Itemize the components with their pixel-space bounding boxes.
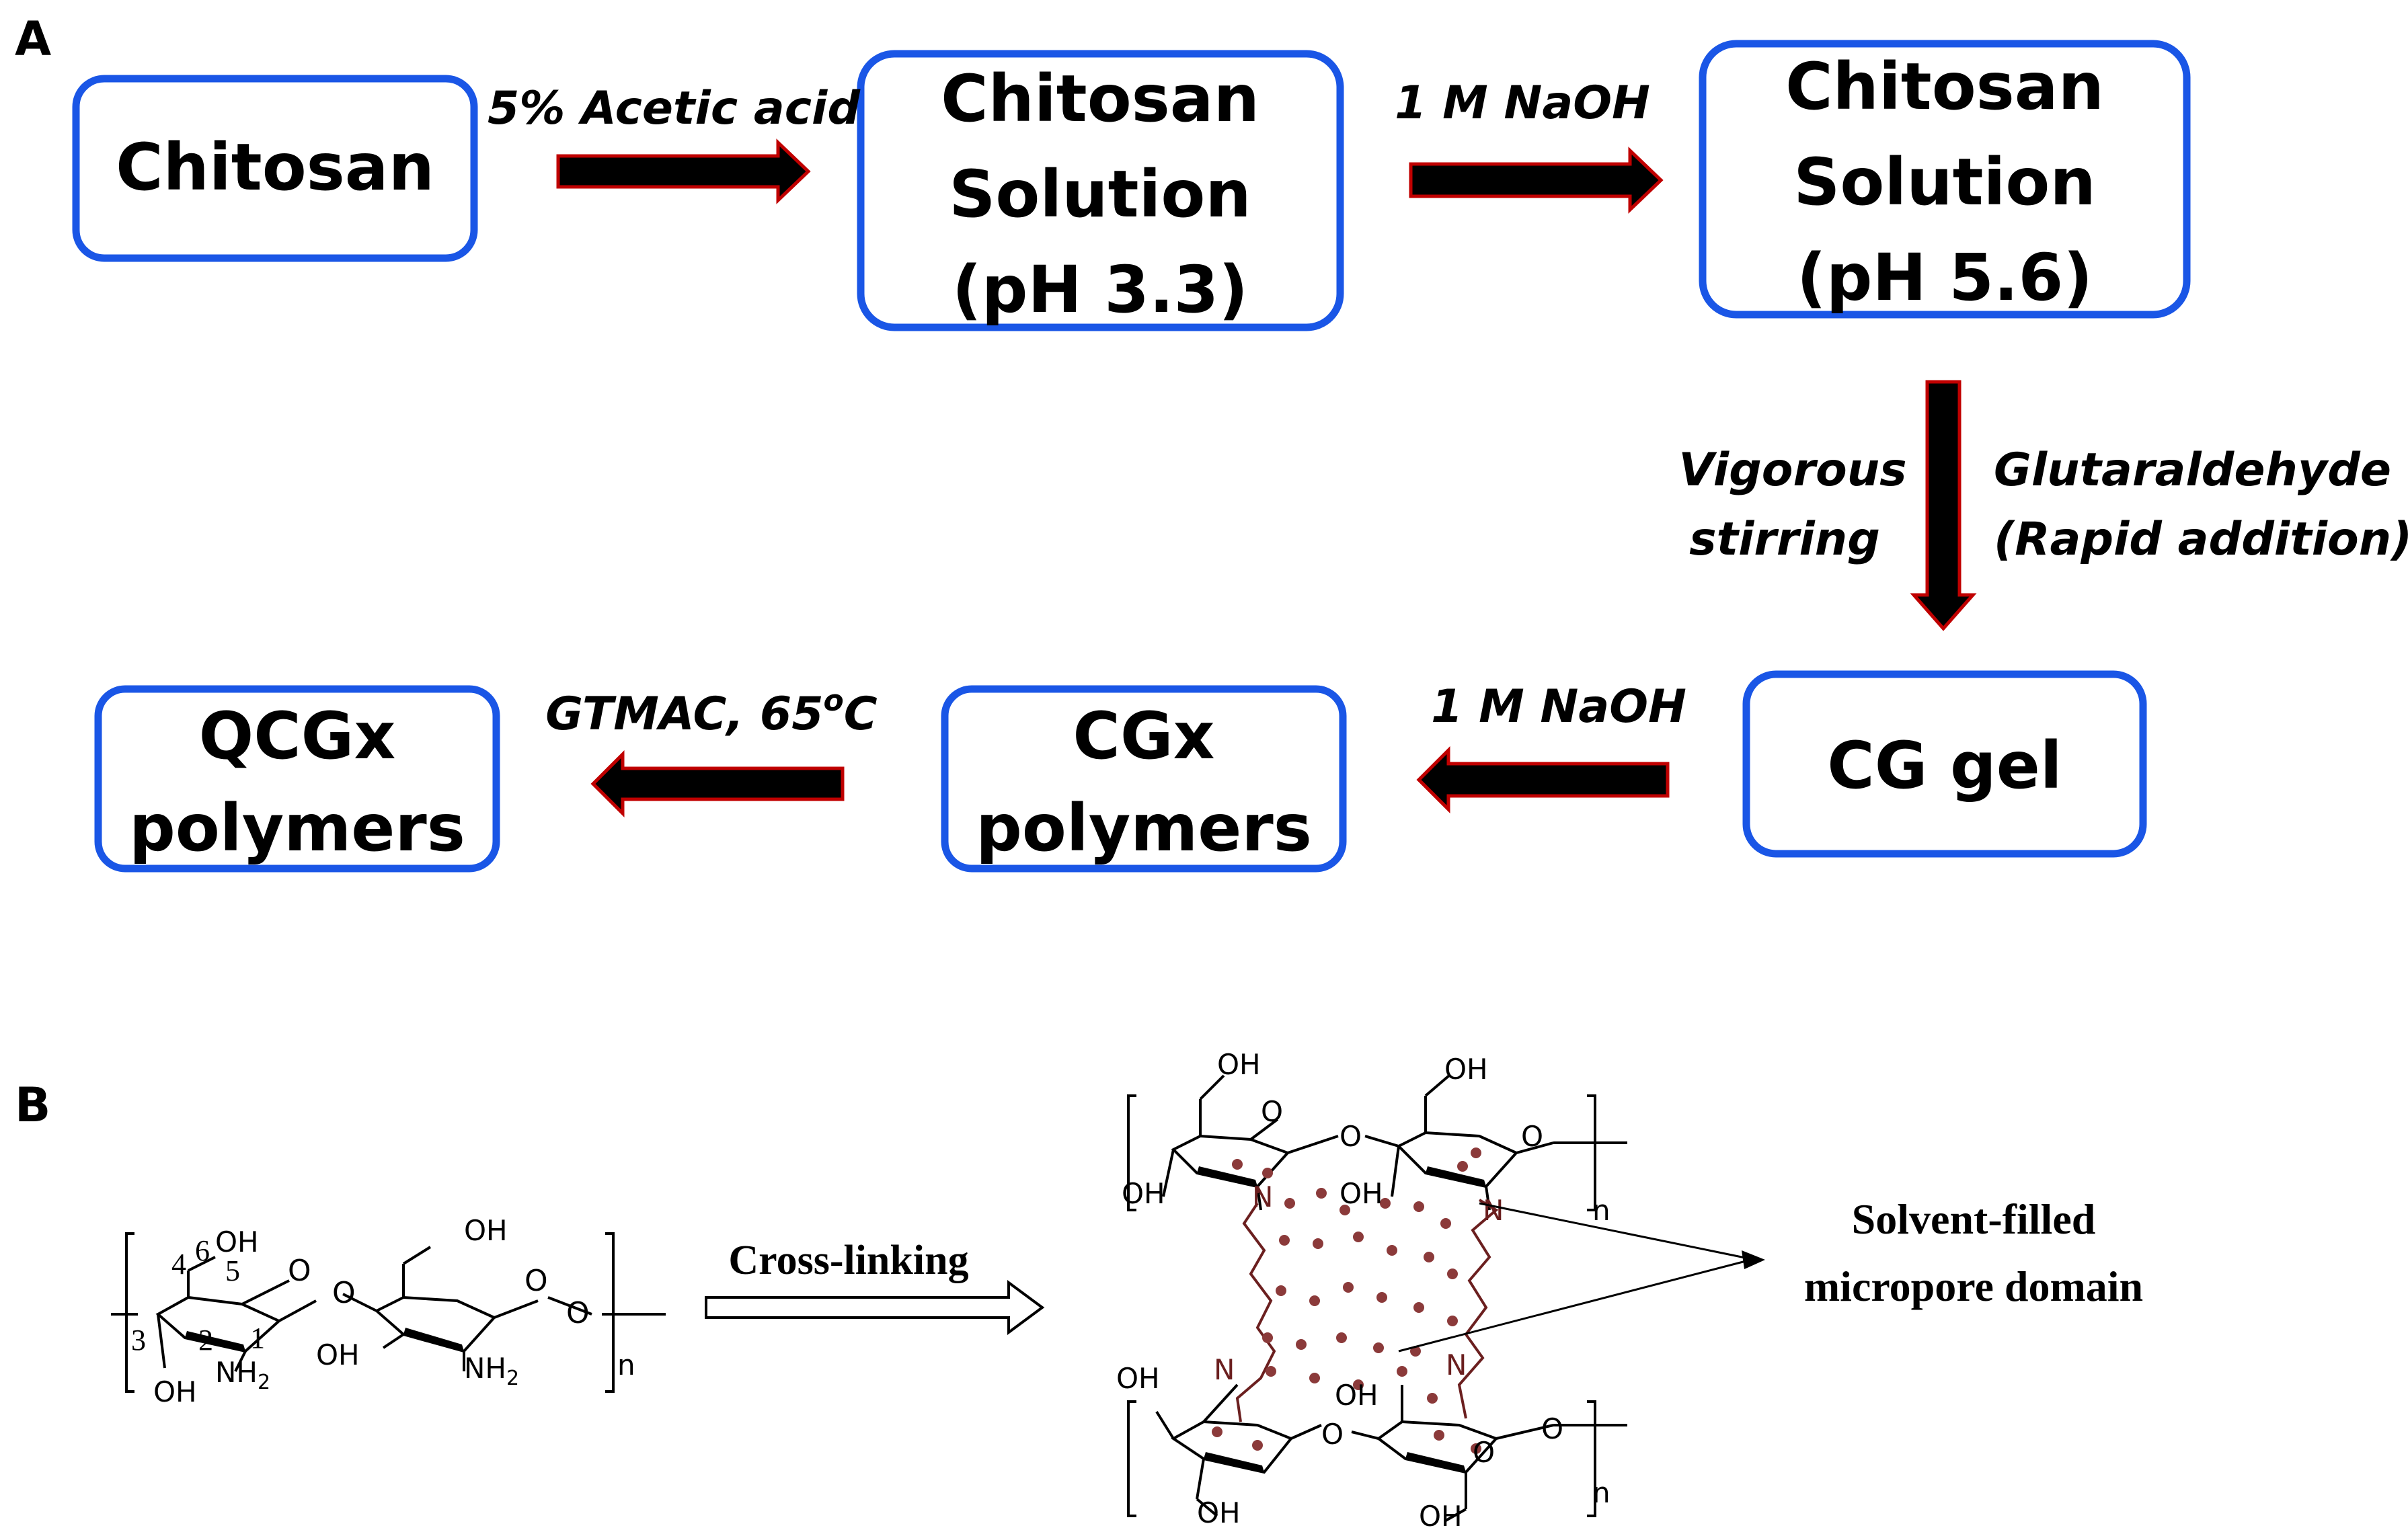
micropore-pointer-head [1742,1250,1765,1269]
arrow-acetic-acid [556,138,811,204]
cross-linking-label: Cross-linking [728,1238,968,1283]
box-qcgx-line-2: polymers [129,791,465,866]
ring-number-1: 1 [250,1322,265,1355]
net-oh-2: OH [1444,1053,1488,1086]
box-solution-33-line-2: Solution [949,157,1251,232]
net-o-ring-2: O [1521,1120,1543,1153]
arrow-naoh-1 [1409,147,1664,214]
box-solution-56-line-1: Chitosan [1785,49,2104,124]
label-gtmac-text: GTMAC, 65 [545,688,823,741]
oh-label-3: OH [153,1375,197,1408]
ring-number-4: 4 [171,1248,186,1281]
chitosan-wedge-1 [185,1331,245,1351]
nh2-label-1: NH2 [215,1356,270,1394]
cross-linking-step: Cross-linking [705,1238,1045,1335]
net-oh-5: OH [1335,1379,1378,1412]
nh2-label-2-text: NH [464,1352,506,1385]
arrow-naoh-2-left [1416,746,1670,814]
o-bridge: O [332,1276,356,1310]
label-rapid-addition: (Rapid addition) [1994,513,2408,566]
imine-n-bottom-right: N [1446,1348,1467,1381]
micropore-pointer [1398,1202,1749,1353]
net-o-ring-3: O [1473,1436,1495,1469]
box-cgx-line-1: CGx [1073,698,1214,774]
panel-label-b: B [15,1078,50,1133]
label-glutaraldehyde: Glutaraldehyde [1994,444,2391,497]
box-chitosan: Chitosan [72,75,478,262]
linker-right [1457,1199,1499,1419]
net-oh-1: OH [1217,1048,1261,1081]
net-o-ring-1: O [1261,1095,1283,1128]
box-chitosan-solution-ph56: Chitosan Solution (pH 5.6) [1699,40,2191,319]
net-repeat-n-top: n [1592,1194,1610,1227]
box-cg-gel: CG gel [1742,670,2147,858]
repeat-n-left: n [617,1348,635,1381]
imine-labels: N N N N [1214,1180,1504,1386]
box-cg-gel-line-1: CG gel [1827,728,2062,803]
label-naoh-1: 1 M NaOH [1395,77,1650,130]
panel-label-a: A [15,11,51,67]
o-ring-1: O [288,1254,311,1288]
micropore-dots [1212,1148,1481,1454]
net-o-bridge-bottom: O [1321,1418,1344,1451]
oh-label-6: OH [215,1225,259,1258]
net-oh-6: OH [1116,1362,1160,1395]
imine-n-top-right: N [1483,1194,1504,1227]
net-repeat-n-bottom: n [1592,1476,1610,1509]
chitosan-wedge-2 [403,1328,464,1351]
network-wedge-1 [1197,1166,1257,1186]
box-solution-56-line-2: Solution [1793,145,2095,220]
box-cgx-polymers: CGx polymers [941,685,1347,873]
o-ring-2: O [525,1264,548,1298]
nh2-label-1-text: NH [215,1356,258,1389]
label-vigorous: Vigorous [1678,444,1906,497]
ring-number-6: 6 [195,1234,210,1267]
cross-linking-arrow [705,1280,1045,1335]
label-stirring: stirring [1689,513,1880,566]
label-acetic-acid: 5% Acetic acid [488,82,861,135]
o-end: O [566,1296,590,1330]
box-qcgx-line-1: QCGx [199,698,396,774]
imine-n-bottom-left: N [1214,1353,1235,1386]
annotation-line-2: micropore domain [1804,1262,2143,1310]
network-wedge-3 [1204,1452,1264,1472]
network-wedge-2 [1426,1166,1486,1186]
label-gtmac: GTMAC, 65oC [545,684,877,741]
net-o-bridge-top: O [1339,1120,1362,1153]
net-oh-3: OH [1122,1177,1165,1210]
network-wedge-4 [1405,1452,1466,1472]
arrow-glutaraldehyde-down [1910,380,1977,631]
box-cgx-line-2: polymers [976,791,1312,866]
imine-n-top-left: N [1252,1180,1273,1213]
oh-label-6b: OH [464,1214,508,1247]
net-oh-7: OH [1197,1496,1241,1529]
box-solution-33-line-1: Chitosan [941,61,1259,136]
oh-label-3b: OH [316,1338,360,1371]
chitosan-labels: 6 OH 4 5 O 3 2 1 NH2 OH O OH O O OH NH2 … [131,1214,635,1408]
ring-number-5: 5 [225,1254,240,1287]
ring-number-3: 3 [131,1324,146,1357]
label-gtmac-degree: o [824,684,844,718]
net-o-end: O [1541,1412,1563,1445]
arrow-gtmac-left [590,750,845,818]
network-labels: OH O O OH O OH OH OH OH O O O OH OH n n [1116,1048,1610,1530]
label-gtmac-unit: C [844,688,878,741]
net-oh-4: OH [1339,1177,1383,1210]
nh2-label-2-sub: 2 [506,1367,519,1390]
glutaraldehyde-linkers [1235,1186,1499,1422]
box-chitosan-line-1: Chitosan [116,130,434,205]
box-solution-56-line-3: (pH 5.6) [1797,240,2093,315]
annotation-line-1: Solvent-filled [1852,1195,2096,1243]
box-qcgx-polymers: QCGx polymers [94,685,500,873]
box-chitosan-solution-ph33: Chitosan Solution (pH 3.3) [857,50,1344,331]
linker-left [1235,1202,1276,1422]
box-solution-33-line-3: (pH 3.3) [952,252,1248,327]
label-naoh-2: 1 M NaOH [1431,680,1686,733]
nh2-label-2: NH2 [464,1352,519,1390]
ring-number-2: 2 [198,1324,213,1357]
net-oh-8: OH [1419,1500,1463,1530]
nh2-label-1-sub: 2 [258,1371,270,1394]
